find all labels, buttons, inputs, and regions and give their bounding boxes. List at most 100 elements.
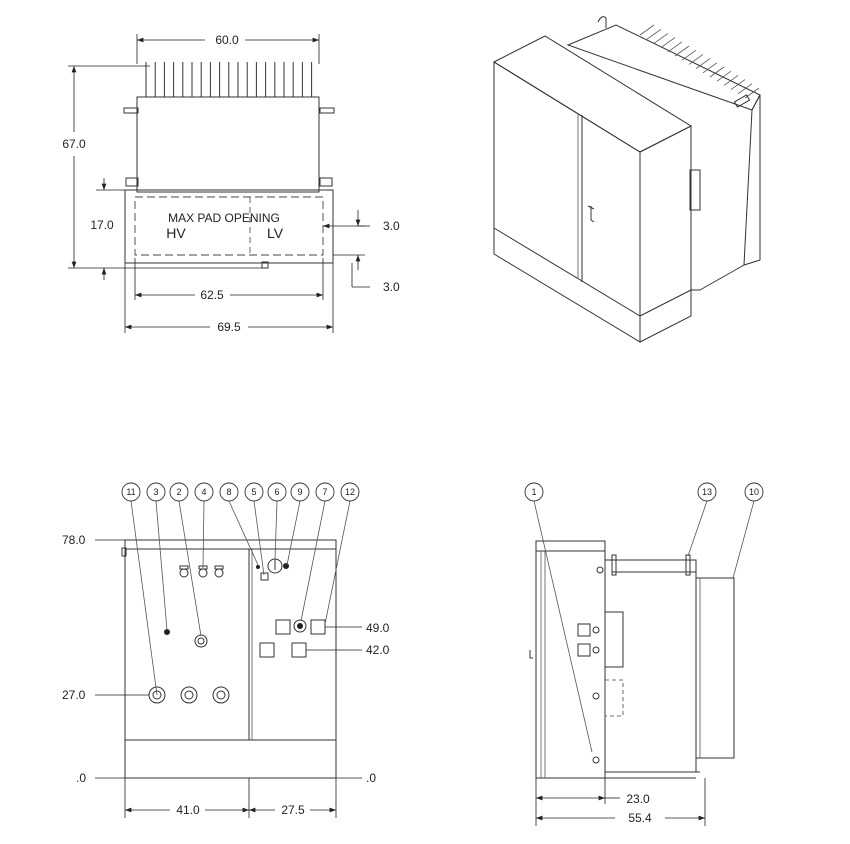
balloon-label: 1: [531, 487, 536, 497]
side-dashed-box: [604, 679, 624, 717]
iso-fin: [723, 75, 739, 86]
iso-side-box: [689, 169, 701, 211]
pad-opening-label: MAX PAD OPENING: [168, 211, 280, 225]
side-radiator: [695, 577, 735, 759]
radiator-fins: [145, 62, 313, 97]
iso-fin: [653, 33, 669, 44]
dim-right-offset-upper: 3.0: [383, 219, 400, 233]
iso-tank-side: [743, 94, 761, 266]
iso-fin: [646, 28, 662, 40]
balloon-label: 6: [274, 487, 279, 497]
balloon-label: 4: [201, 487, 206, 497]
balloon-label: 9: [297, 487, 302, 497]
balloon-label: 2: [176, 487, 181, 497]
iso-fin: [674, 45, 690, 57]
iso-fin: [695, 58, 711, 69]
side-hv-box: [604, 611, 624, 668]
balloon: [340, 482, 360, 502]
iso-fin: [737, 83, 753, 95]
balloon-label: 13: [702, 487, 712, 497]
pad-opening: [134, 196, 324, 256]
tank-body: [136, 96, 320, 193]
elev-mid: 27.0: [62, 688, 86, 702]
dim-overall-width: 69.5: [217, 320, 241, 334]
iso-radiator-fins: [639, 24, 760, 99]
balloon: [267, 482, 287, 502]
elev-lower-right: 42.0: [366, 643, 390, 657]
dim-front-right: 27.5: [281, 803, 305, 817]
item-8-marker: [256, 565, 260, 569]
elev-top: 78.0: [62, 533, 86, 547]
balloon-label: 5: [251, 487, 256, 497]
top-view: MAX PAD OPENING HV LV 60.0 67.0 17.0 3.0…: [62, 33, 400, 334]
front-view: 11 3 2 4 8 5 6 9 7 12 78.0 27.0 .0 .0 49.0 42.0 4…: [62, 482, 390, 818]
dim-side-overall: 55.4: [628, 811, 652, 825]
isometric-view: [492, 16, 761, 343]
elev-base-right: .0: [366, 771, 376, 785]
side-tank: [604, 559, 697, 773]
lug-lower-left: [125, 177, 139, 187]
lug-lower-right: [319, 177, 333, 187]
balloon-label: 11: [126, 487, 135, 497]
drain-valve: [194, 634, 208, 648]
front-balloons: 11 3 2 4 8 5 6 9 7 12: [121, 482, 360, 696]
front-cabinet: [124, 539, 337, 779]
drain-valve-plan: [261, 261, 269, 269]
dim-pad-width: 62.5: [200, 288, 224, 302]
balloon: [697, 482, 717, 502]
dim-front-left: 41.0: [176, 803, 200, 817]
lv-spade-terminals: [259, 619, 326, 658]
balloon: [194, 482, 214, 502]
iso-fin: [702, 62, 718, 74]
hv-gauges: [179, 565, 224, 578]
balloon: [219, 482, 239, 502]
dim-overall-height: 67.0: [62, 137, 86, 151]
elev-base-left: .0: [76, 771, 86, 785]
balloon-label: 8: [226, 487, 231, 497]
hv-bushings: [148, 686, 230, 704]
iso-fin: [639, 24, 655, 36]
balloon: [169, 482, 189, 502]
balloon-label: 7: [322, 487, 327, 497]
iso-fin: [660, 37, 676, 48]
hv-label: HV: [166, 225, 186, 241]
temperature-gauge: [293, 619, 307, 633]
side-balloons: 1 13 10: [524, 482, 764, 502]
elev-upper-right: 49.0: [366, 621, 390, 635]
lifting-lug-right: [319, 107, 335, 114]
iso-fin: [709, 66, 725, 78]
item-9-marker: [283, 563, 289, 569]
balloon: [244, 482, 264, 502]
iso-cabinet-front: [493, 61, 641, 343]
balloon: [146, 482, 166, 502]
item-5-marker: [260, 572, 269, 581]
side-handle: [529, 650, 533, 659]
iso-fin: [688, 54, 704, 65]
iso-fin: [667, 41, 683, 53]
iso-fin: [716, 70, 732, 82]
dim-top-width: 60.0: [215, 33, 239, 47]
balloon: [290, 482, 310, 502]
side-view: 23.0 55.4 1 13 10: [524, 482, 764, 826]
dim-right-offset-lower: 3.0: [383, 280, 400, 294]
lv-label: LV: [267, 225, 284, 241]
iso-fin: [681, 49, 697, 61]
balloon: [315, 482, 335, 502]
balloon-label: 12: [345, 487, 355, 497]
pressure-relief-device: [164, 629, 170, 635]
dim-side-inner: 23.0: [626, 792, 650, 806]
balloon: [744, 482, 764, 502]
iso-fin: [730, 79, 746, 90]
lifting-lug-left: [123, 107, 139, 114]
balloon: [121, 482, 141, 502]
balloon-label: 3: [153, 487, 158, 497]
cabinet-plan: [124, 189, 334, 264]
iso-door-handle: [587, 205, 595, 223]
dim-pad-depth: 17.0: [90, 218, 114, 232]
balloon: [524, 482, 544, 502]
iso-lifting-hook: [597, 16, 607, 28]
balloon-label: 10: [749, 487, 759, 497]
iso-cabinet-side: [639, 125, 692, 343]
side-fittings: [577, 566, 604, 764]
